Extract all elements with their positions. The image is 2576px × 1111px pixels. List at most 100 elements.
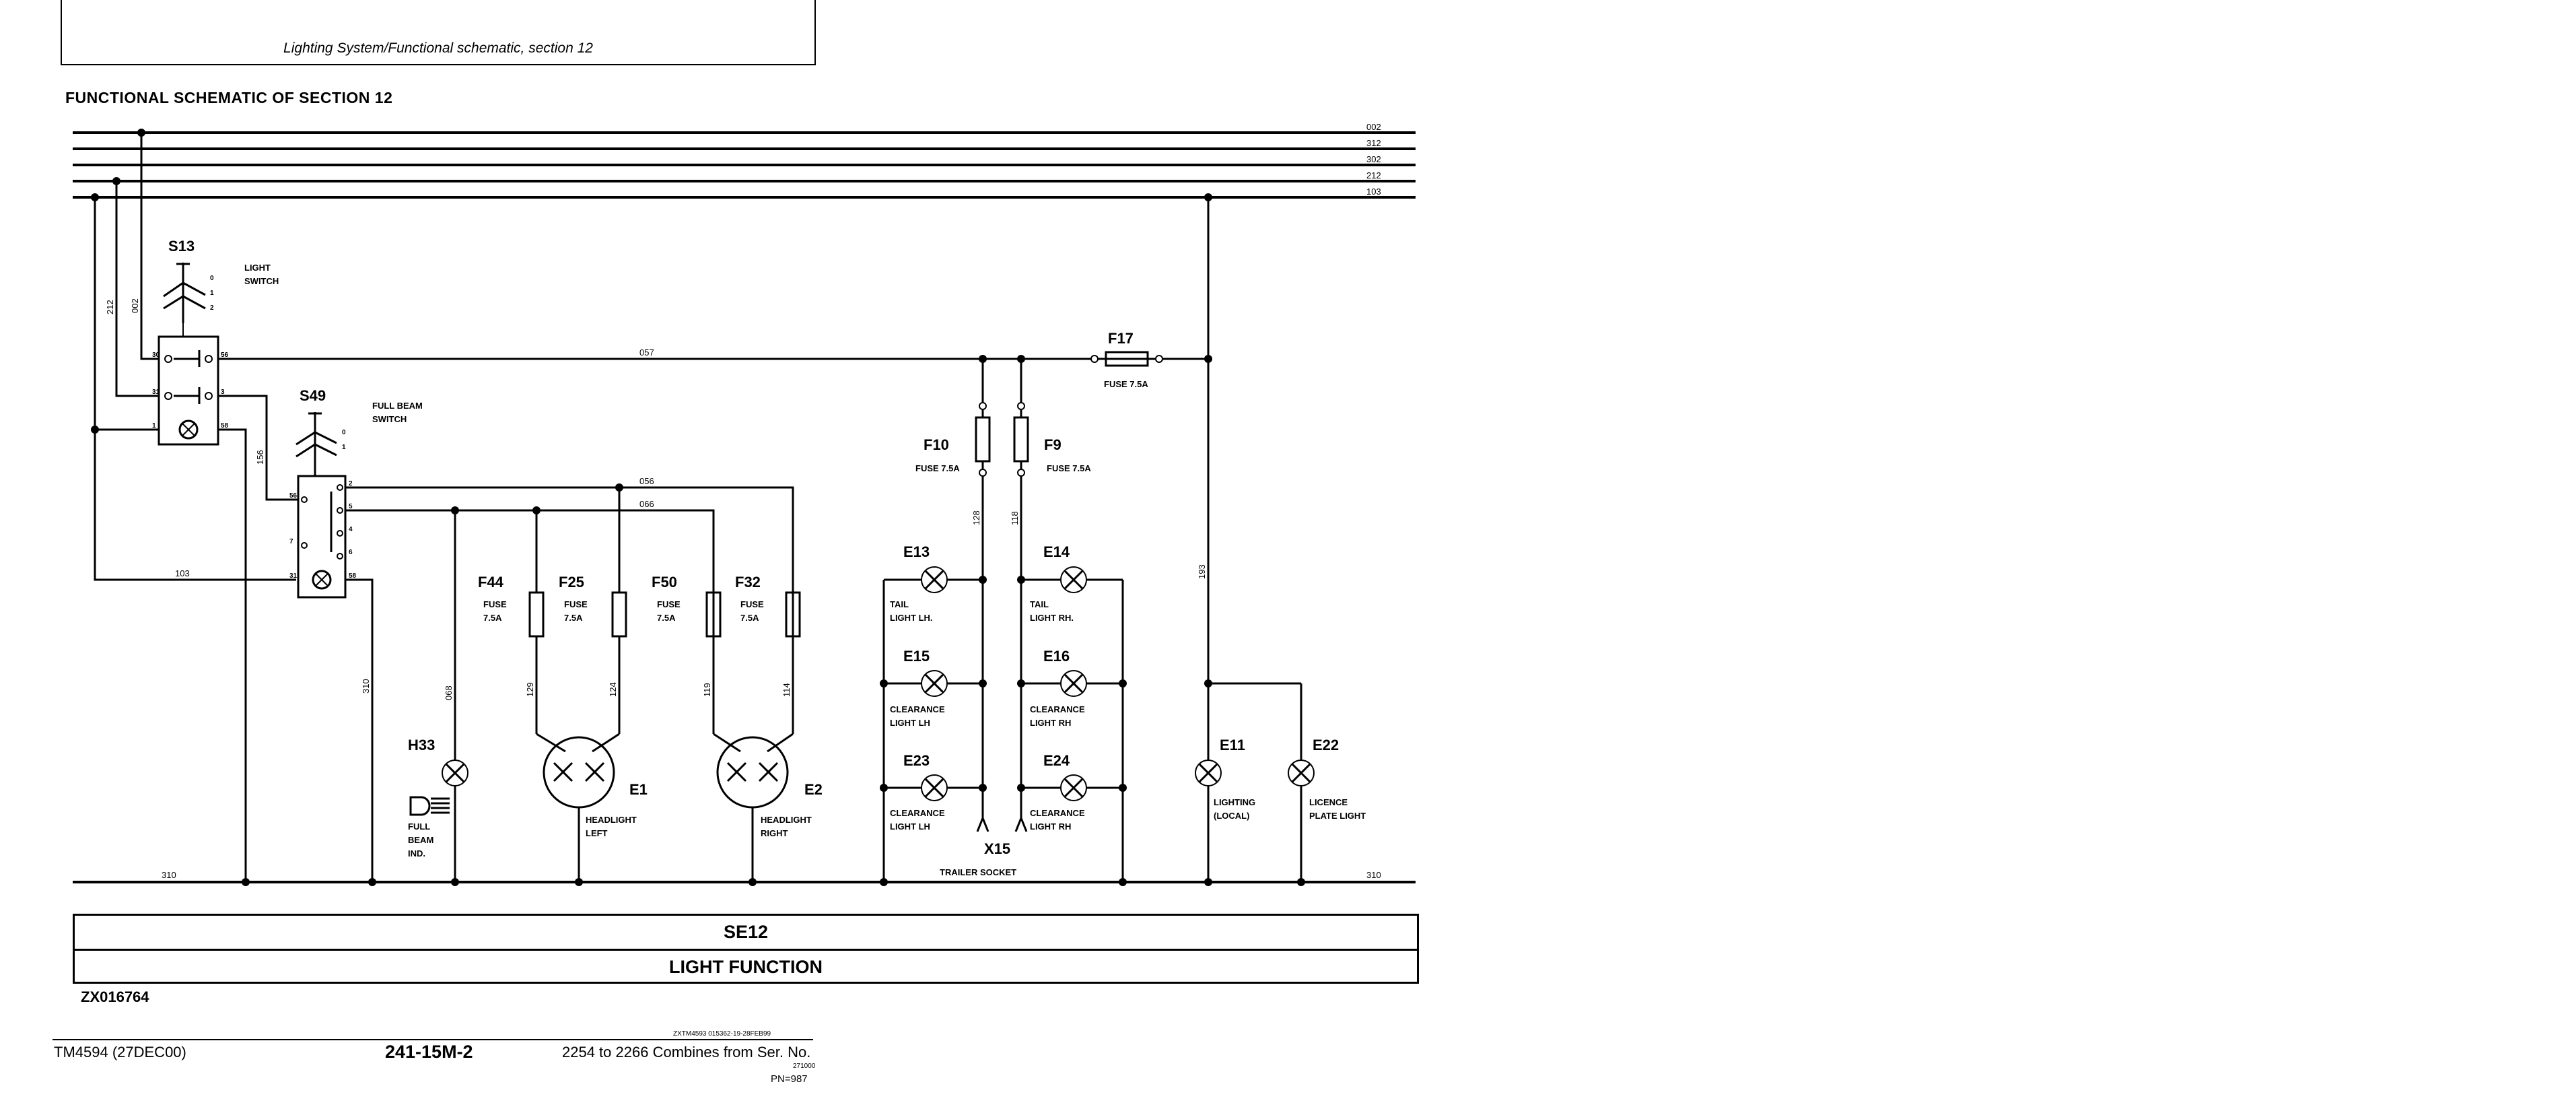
title-block-name: LIGHT FUNCTION bbox=[75, 949, 1417, 984]
fuse-f17-group: F17 FUSE 7.5A 193 bbox=[1090, 193, 1212, 886]
e22-id: E22 bbox=[1313, 737, 1339, 753]
svg-text:1: 1 bbox=[152, 422, 156, 430]
wire-s13-ground bbox=[218, 428, 247, 882]
s13-illumination-icon bbox=[178, 419, 199, 440]
svg-text:LIGHT LH: LIGHT LH bbox=[890, 718, 930, 728]
footer-serial: 271000 bbox=[793, 1063, 816, 1070]
headlight-e2: E2 HEADLIGHT RIGHT bbox=[713, 733, 823, 886]
footer-rule bbox=[53, 1039, 813, 1040]
wire-156 bbox=[218, 395, 298, 501]
svg-text:4: 4 bbox=[349, 526, 353, 533]
svg-text:56: 56 bbox=[289, 492, 298, 500]
svg-text:LICENCE: LICENCE bbox=[1309, 797, 1348, 807]
f9-id: F9 bbox=[1044, 436, 1061, 453]
svg-text:IND.: IND. bbox=[408, 848, 425, 858]
title-block: SE12 LIGHT FUNCTION bbox=[73, 914, 1419, 984]
svg-text:31: 31 bbox=[289, 572, 298, 580]
svg-text:124: 124 bbox=[608, 682, 618, 697]
wire-212-feed bbox=[115, 181, 159, 397]
wire-002-feed bbox=[140, 133, 159, 360]
e1-id: E1 bbox=[629, 781, 648, 798]
svg-text:FUSE 7.5A: FUSE 7.5A bbox=[915, 463, 960, 473]
e13-id: E13 bbox=[903, 543, 930, 560]
s49-desc1: FULL BEAM bbox=[372, 401, 423, 411]
e2-id: E2 bbox=[804, 781, 823, 798]
bus-label-212: 212 bbox=[1366, 170, 1381, 180]
tail-fuses: F10 FUSE 7.5A 128 F9 FUSE 7.5A 118 bbox=[915, 359, 1091, 818]
svg-text:1: 1 bbox=[342, 444, 346, 451]
e23-id: E23 bbox=[903, 752, 930, 769]
svg-text:CLEARANCE: CLEARANCE bbox=[1030, 808, 1085, 818]
switch-s13: S13 LIGHT SWITCH 0 1 2 30 56 31 3 1 58 bbox=[152, 238, 279, 446]
wire-label-068: 068 bbox=[444, 685, 454, 700]
full-beam-icon bbox=[409, 796, 450, 816]
s13-desc2: SWITCH bbox=[244, 276, 279, 286]
footer-small-code: ZXTM4593 015362-19-28FEB99 bbox=[673, 1030, 771, 1038]
f10-id: F10 bbox=[924, 436, 949, 453]
svg-text:3: 3 bbox=[221, 389, 225, 396]
svg-text:LIGHT RH.: LIGHT RH. bbox=[1030, 613, 1074, 623]
svg-text:7.5A: 7.5A bbox=[564, 613, 583, 623]
section-title: FUNCTIONAL SCHEMATIC OF SECTION 12 bbox=[65, 89, 393, 106]
breadcrumb: Lighting System/Functional schematic, se… bbox=[283, 40, 593, 56]
e14-id: E14 bbox=[1043, 543, 1070, 560]
wire-label-193: 193 bbox=[1197, 564, 1207, 579]
wire-103-left bbox=[94, 197, 296, 581]
svg-text:2: 2 bbox=[349, 480, 353, 487]
wire-057: 057 bbox=[218, 347, 1208, 363]
svg-text:6: 6 bbox=[349, 549, 353, 556]
indicator-h33: H33 FULL BEAM IND. bbox=[408, 737, 468, 886]
s13-id: S13 bbox=[168, 238, 195, 255]
s49-illumination-icon bbox=[312, 570, 332, 590]
fuse-f17 bbox=[1105, 351, 1149, 367]
headlight-left-icon bbox=[543, 736, 615, 809]
svg-text:FULL: FULL bbox=[408, 821, 430, 832]
svg-text:TAIL: TAIL bbox=[890, 599, 909, 609]
svg-text:LIGHT LH: LIGHT LH bbox=[890, 821, 930, 832]
wire-label-212: 212 bbox=[105, 300, 115, 314]
svg-text:HEADLIGHT: HEADLIGHT bbox=[761, 815, 812, 825]
svg-text:129: 129 bbox=[525, 682, 535, 697]
svg-text:FUSE 7.5A: FUSE 7.5A bbox=[1047, 463, 1091, 473]
headlight-right-icon bbox=[716, 736, 789, 809]
headlight-fuses: F44 FUSE 7.5A 129 F25 FUSE 7.5A 124 F50 … bbox=[478, 487, 801, 734]
svg-text:7.5A: 7.5A bbox=[740, 613, 759, 623]
switch-feeds: 002 212 103 bbox=[91, 129, 296, 581]
s49-body bbox=[297, 475, 347, 599]
lamp-e11-e22: E11 LIGHTING (LOCAL) E22 LICENCE PLATE L… bbox=[1195, 682, 1366, 886]
svg-text:114: 114 bbox=[781, 683, 792, 697]
wire-label-057: 057 bbox=[639, 347, 654, 358]
svg-text:56: 56 bbox=[221, 351, 229, 359]
wire-label-066: 066 bbox=[639, 499, 654, 509]
f17-id: F17 bbox=[1108, 330, 1134, 347]
s13-pos-0: 0 bbox=[210, 275, 214, 282]
s49-desc2: SWITCH bbox=[372, 414, 407, 424]
svg-text:30: 30 bbox=[152, 351, 160, 359]
f32-id: F32 bbox=[735, 574, 761, 591]
svg-text:7: 7 bbox=[289, 538, 293, 545]
svg-text:PLATE LIGHT: PLATE LIGHT bbox=[1309, 811, 1366, 821]
svg-text:(LOCAL): (LOCAL) bbox=[1214, 811, 1249, 821]
ground-label-right: 310 bbox=[1366, 870, 1381, 880]
bus-label-103: 103 bbox=[1366, 187, 1381, 197]
svg-text:LEFT: LEFT bbox=[586, 828, 608, 838]
svg-text:LIGHT RH: LIGHT RH bbox=[1030, 718, 1071, 728]
e11-id: E11 bbox=[1220, 737, 1245, 753]
svg-text:FUSE: FUSE bbox=[564, 599, 588, 609]
footer-page-number: 241-15M-2 bbox=[385, 1042, 473, 1062]
e16-id: E16 bbox=[1043, 648, 1070, 665]
bus-label-002: 002 bbox=[1366, 122, 1381, 132]
switch-s49: S49 FULL BEAM SWITCH 0 1 56 2 5 4 6 7 31… bbox=[289, 387, 423, 599]
svg-text:5: 5 bbox=[349, 503, 353, 510]
wire-label-002: 002 bbox=[130, 298, 140, 313]
s13-body bbox=[158, 335, 219, 446]
footer-pn: PN=987 bbox=[771, 1073, 808, 1085]
wire-label-103: 103 bbox=[175, 568, 190, 578]
wire-label-056: 056 bbox=[639, 476, 654, 486]
svg-text:0: 0 bbox=[342, 429, 346, 436]
svg-text:118: 118 bbox=[1010, 511, 1020, 525]
wire-s49-310 bbox=[345, 578, 374, 882]
trailer-lamps-left: E13 TAIL LIGHT LH. E15 CLEARANCE LIGHT L… bbox=[880, 543, 987, 886]
s49-id: S49 bbox=[300, 387, 326, 404]
svg-text:7.5A: 7.5A bbox=[483, 613, 502, 623]
